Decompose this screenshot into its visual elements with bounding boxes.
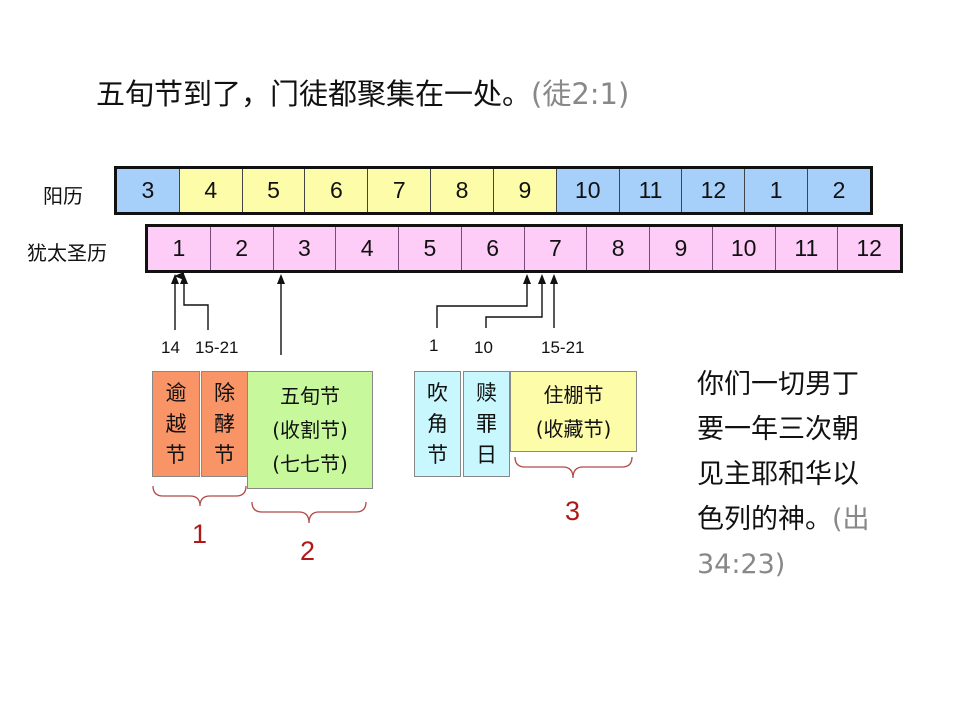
festival-line: (收藏节) [535, 416, 612, 441]
group-number-1: 1 [192, 519, 208, 549]
jewish-month-cell: 7 [523, 227, 587, 270]
solar-month-cell: 1 [744, 169, 808, 212]
verse-line: 色列的神。(出 [697, 497, 927, 542]
festival-char: 逾 [165, 380, 187, 405]
festival-atonement: 赎 罪 日 [463, 371, 510, 477]
arrow-atonement [485, 276, 543, 328]
day-label-atonement: 10 [474, 338, 493, 357]
day-label-trumpets: 1 [429, 336, 439, 355]
jewish-month-cell: 4 [335, 227, 398, 270]
festival-passover: 逾 越 节 [152, 371, 200, 477]
jewish-month-cell: 5 [398, 227, 461, 270]
jewish-month-cell: 2 [209, 227, 273, 270]
festival-line: (收割节) [272, 418, 348, 442]
jewish-month-cell: 8 [586, 227, 649, 270]
solar-month-cell: 7 [367, 169, 431, 212]
solar-month-cell: 3 [117, 169, 179, 212]
festival-char: 越 [165, 411, 187, 436]
festival-line: 住棚节 [543, 382, 604, 407]
solar-month-cell: 12 [681, 169, 745, 212]
festival-char: 节 [427, 442, 448, 467]
festival-char: 节 [214, 442, 235, 467]
jewish-month-cell: 9 [649, 227, 712, 270]
brace-group-3 [514, 456, 633, 479]
festival-line: (七七节) [272, 452, 348, 476]
solar-month-cell: 10 [555, 169, 619, 212]
group-number-3: 3 [565, 496, 581, 526]
jewish-month-cell: 3 [272, 227, 336, 270]
verse-line-text: 色列的神。 [697, 504, 832, 535]
solar-month-cell: 2 [807, 169, 870, 212]
brace-group-1 [152, 485, 247, 507]
festival-char: 赎 [476, 380, 497, 405]
title-text: 五旬节到了，门徒都聚集在一处。 [96, 77, 532, 111]
verse-line: 见主耶和华以 [697, 459, 859, 490]
festival-char: 酵 [214, 411, 235, 436]
festival-char: 日 [476, 442, 497, 467]
jewish-month-cell: 10 [711, 227, 775, 270]
jewish-month-cell: 6 [460, 227, 524, 270]
arrow-trumpets [436, 276, 528, 328]
day-label-tabernacles: 15-21 [541, 338, 585, 357]
solar-month-cell: 9 [492, 169, 556, 212]
group-braces [152, 456, 633, 524]
solar-calendar-label: 阳历 [43, 184, 83, 208]
verse-quote: 你们一切男丁 要一年三次朝 见主耶和华以 色列的神。(出 34:23) [697, 362, 927, 587]
arrow-heads [171, 274, 558, 284]
festival-char: 节 [165, 442, 187, 467]
solar-month-cell: 5 [241, 169, 305, 212]
festival-trumpets: 吹 角 节 [414, 371, 461, 477]
jewish-month-cell: 12 [837, 227, 900, 270]
festival-tabernacles: 住棚节 (收藏节) [510, 371, 637, 452]
festival-pentecost: 五旬节 (收割节) (七七节) [247, 371, 373, 489]
jewish-month-cell: 1 [148, 227, 210, 270]
arrow-lines [174, 272, 555, 355]
day-label-unleavened: 15-21 [195, 338, 239, 357]
arrow-unleavened [183, 276, 209, 330]
verse-reference-part2: 34:23) [697, 549, 786, 580]
jewish-calendar-label: 犹太圣历 [27, 241, 107, 265]
group-number-2: 2 [300, 536, 316, 566]
solar-month-cell: 6 [304, 169, 368, 212]
festival-char: 吹 [427, 380, 448, 405]
solar-month-cell: 8 [430, 169, 493, 212]
day-label-passover: 14 [161, 338, 180, 357]
festival-char: 除 [214, 380, 235, 405]
festival-line: 五旬节 [280, 384, 340, 408]
jewish-calendar-bar: 1 2 3 4 5 6 7 8 9 10 11 12 [145, 224, 903, 273]
solar-month-cell: 11 [618, 169, 682, 212]
verse-line: 要一年三次朝 [697, 414, 859, 445]
festival-char: 角 [427, 411, 448, 436]
verse-reference-part1: (出 [832, 504, 870, 535]
jewish-month-cell: 11 [774, 227, 838, 270]
verse-line: 你们一切男丁 [697, 369, 859, 400]
title-reference: (徒2:1) [531, 77, 630, 111]
festival-unleavened-bread: 除 酵 节 [201, 371, 248, 477]
solar-month-cell: 4 [178, 169, 242, 212]
festival-char: 罪 [476, 411, 497, 436]
page-title: 五旬节到了，门徒都聚集在一处。(徒2:1) [96, 74, 629, 114]
brace-group-2 [251, 501, 367, 524]
solar-calendar-bar: 3 4 5 6 7 8 9 10 11 12 1 2 [114, 166, 873, 215]
